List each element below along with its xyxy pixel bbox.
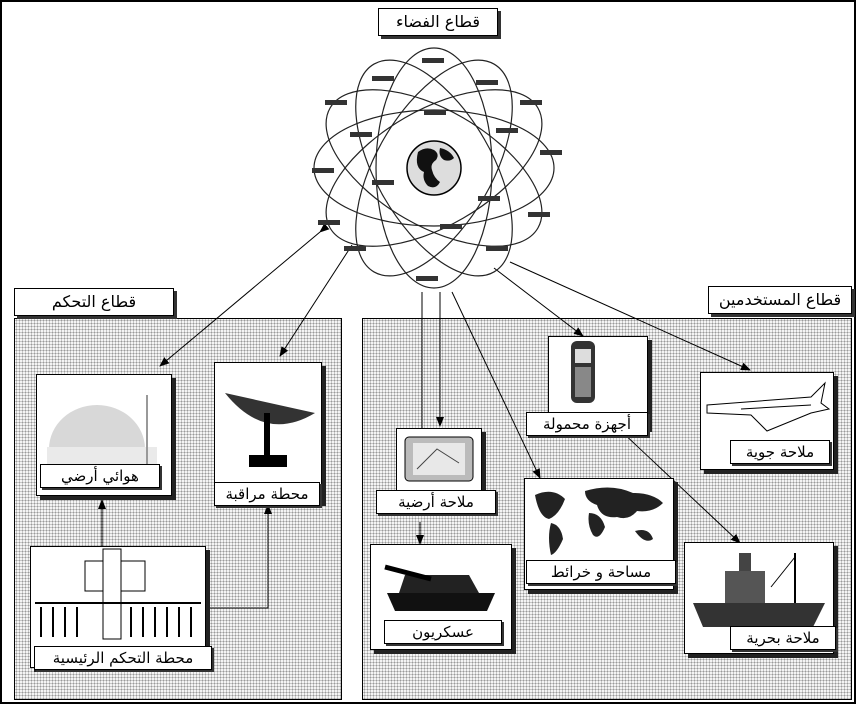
radome-icon: [47, 395, 157, 475]
arrow-space-to-ground-antenna: [159, 223, 330, 367]
survey-label: مساحة و خرائط: [526, 560, 676, 584]
ship-icon: [693, 553, 825, 627]
phone-icon: [571, 341, 595, 403]
control-segment-title: قطاع التحكم: [14, 288, 174, 316]
user-segment-title: قطاع المستخدمين: [708, 286, 852, 314]
monitor-station-card: [214, 362, 322, 502]
arrow-space-to-air-nav: [509, 261, 751, 371]
globe-icon: [406, 140, 462, 196]
gps-device-icon: [404, 436, 474, 482]
air-nav-label: ملاحة جوية: [730, 440, 830, 464]
arrow-space-to-survey: [451, 291, 541, 479]
space-segment-title: قطاع الفضاء: [378, 8, 498, 36]
handheld-label: أجهزة محمولة: [526, 412, 648, 436]
land-nav-label: ملاحة أرضية: [376, 490, 496, 514]
tank-icon: [384, 564, 495, 611]
master-station-label: محطة التحكم الرئيسية: [34, 646, 212, 670]
jet-icon: [706, 381, 831, 432]
land-nav-card: [396, 428, 482, 494]
marine-nav-label: ملاحة بحرية: [730, 626, 836, 650]
military-label: عسكريون: [384, 620, 502, 644]
world-map-icon: [535, 487, 663, 555]
arrow-space-to-handheld: [493, 267, 584, 337]
ground-antenna-label: هوائي أرضي: [40, 464, 160, 488]
arrow-space-to-monitor-station: [279, 244, 353, 357]
radar-dish-icon: [225, 393, 315, 467]
monitor-station-label: محطة مراقبة: [214, 482, 320, 506]
arrow-handheld-to-marine: [619, 429, 741, 544]
building-icon: [35, 548, 201, 640]
arrow-master-monitor: [199, 504, 272, 612]
satellite-icon: [312, 58, 562, 281]
